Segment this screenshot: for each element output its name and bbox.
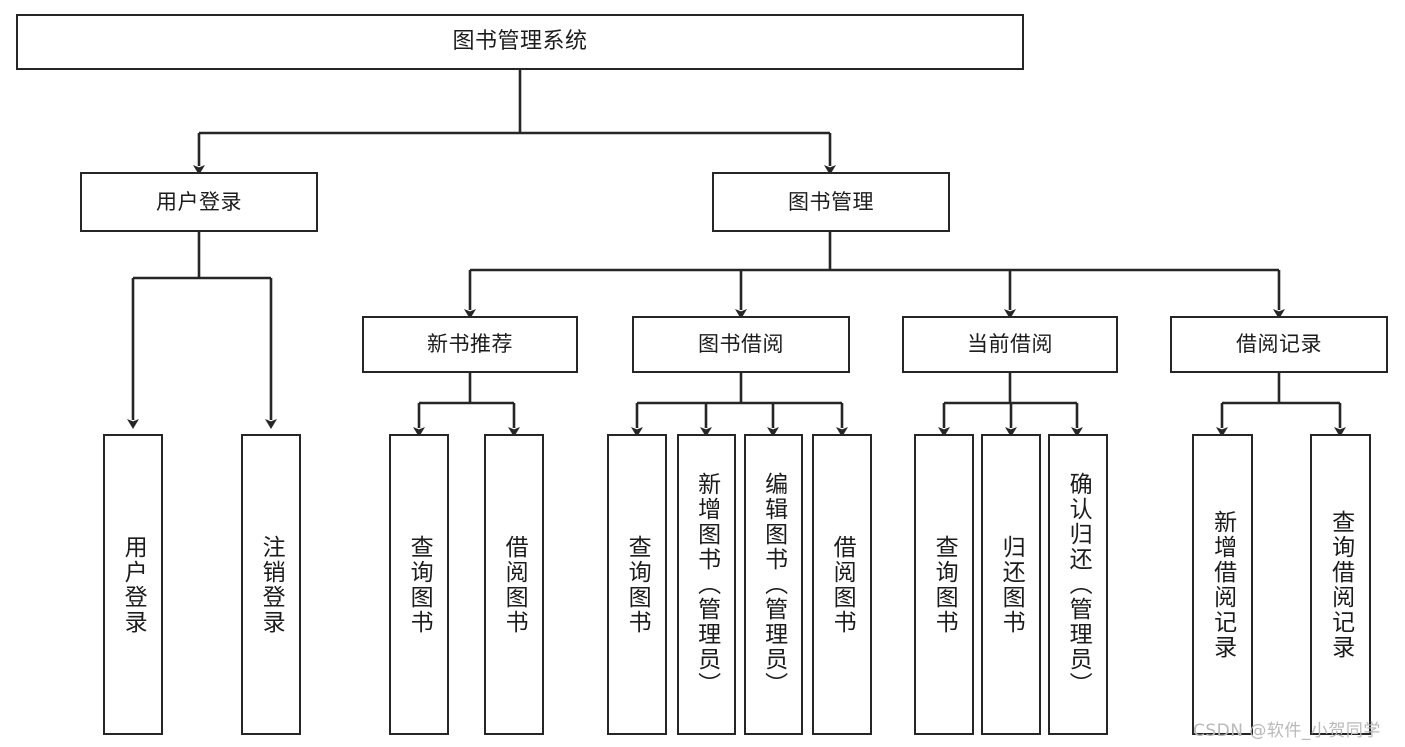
node-book-borrow-label: 图书借阅 [698, 332, 784, 357]
node-user-login-label: 用户登录 [156, 189, 242, 214]
node-leaf-add-record-label: 新增借阅记录 [1209, 509, 1236, 660]
node-leaf-add-book[interactable]: 新增图书（管理员） [677, 434, 736, 735]
node-book-manage-label: 图书管理 [788, 189, 874, 214]
node-leaf-query-book-3[interactable]: 查询图书 [914, 434, 974, 735]
node-leaf-borrow-book-1-label: 借阅图书 [501, 534, 528, 635]
node-leaf-borrow-book-2[interactable]: 借阅图书 [812, 434, 872, 735]
node-current-borrow[interactable]: 当前借阅 [902, 316, 1118, 373]
node-leaf-logout-login-label: 注销登录 [258, 534, 285, 635]
node-leaf-query-book-1[interactable]: 查询图书 [389, 434, 449, 735]
node-leaf-user-login[interactable]: 用户登录 [103, 434, 163, 735]
node-new-book-recommend[interactable]: 新书推荐 [362, 316, 578, 373]
node-leaf-return-book-label: 归还图书 [998, 534, 1025, 635]
node-leaf-add-record[interactable]: 新增借阅记录 [1192, 434, 1253, 735]
node-book-manage[interactable]: 图书管理 [712, 172, 950, 232]
node-leaf-add-book-label: 新增图书（管理员） [693, 472, 720, 697]
node-leaf-query-book-2[interactable]: 查询图书 [607, 434, 667, 735]
node-leaf-query-book-2-label: 查询图书 [624, 534, 651, 635]
node-leaf-borrow-book-2-label: 借阅图书 [829, 534, 856, 635]
node-borrow-record[interactable]: 借阅记录 [1170, 316, 1388, 373]
node-leaf-query-record-label: 查询借阅记录 [1327, 509, 1354, 660]
node-new-book-recommend-label: 新书推荐 [427, 332, 513, 357]
node-leaf-edit-book[interactable]: 编辑图书（管理员） [744, 434, 803, 735]
watermark-text: CSDN @软件_小贺同学 [1193, 721, 1381, 741]
node-root[interactable]: 图书管理系统 [16, 14, 1024, 70]
node-leaf-return-book[interactable]: 归还图书 [981, 434, 1041, 735]
node-leaf-query-book-1-label: 查询图书 [406, 534, 433, 635]
node-leaf-query-record[interactable]: 查询借阅记录 [1310, 434, 1371, 735]
node-user-login[interactable]: 用户登录 [80, 172, 318, 232]
node-leaf-confirm-return-label: 确认归还（管理员） [1065, 472, 1092, 697]
node-leaf-logout-login[interactable]: 注销登录 [241, 434, 301, 735]
node-borrow-record-label: 借阅记录 [1236, 332, 1322, 357]
node-leaf-query-book-3-label: 查询图书 [931, 534, 958, 635]
node-leaf-user-login-label: 用户登录 [120, 534, 147, 635]
node-leaf-edit-book-label: 编辑图书（管理员） [760, 472, 787, 697]
node-root-label: 图书管理系统 [452, 29, 588, 55]
node-leaf-borrow-book-1[interactable]: 借阅图书 [484, 434, 544, 735]
node-leaf-confirm-return[interactable]: 确认归还（管理员） [1048, 434, 1108, 735]
node-book-borrow[interactable]: 图书借阅 [632, 316, 850, 373]
node-current-borrow-label: 当前借阅 [967, 332, 1053, 357]
